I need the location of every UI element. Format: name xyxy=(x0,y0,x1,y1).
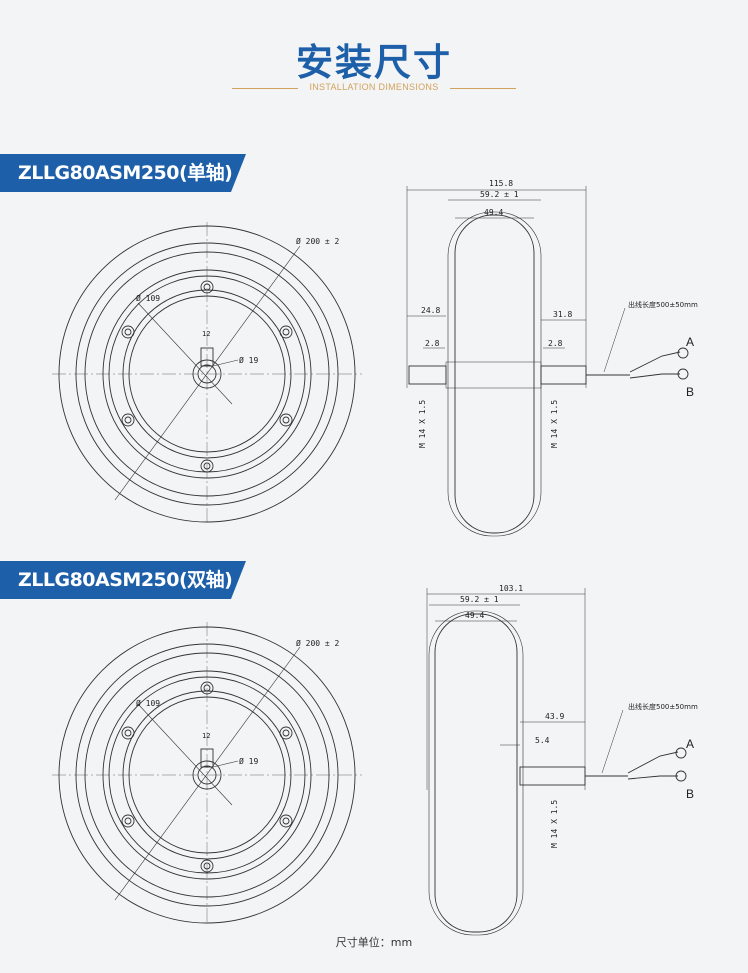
front-1-pcd: Ø 109 xyxy=(136,293,160,303)
page-subtitle: INSTALLATION DIMENSIONS xyxy=(309,82,439,92)
model-label-1: ZLLG80ASM250(单轴) xyxy=(18,162,233,184)
side-2-rim: 49.4 xyxy=(465,611,484,620)
side-1-right-step: 2.8 xyxy=(548,339,563,348)
model-band-2-bg xyxy=(0,561,246,599)
side-2-cable: 出线长度500±50mm xyxy=(628,702,698,711)
front-2-pcd: Ø 109 xyxy=(136,698,160,708)
side-2-thread-right: M 14 X 1.5 xyxy=(550,800,559,848)
side-1-phase-b: B xyxy=(686,385,694,399)
side-2-phase-b: B xyxy=(686,787,694,801)
front-1-outer-dia: Ø 200 ± 2 xyxy=(296,236,340,246)
front-1-flat: 12 xyxy=(202,330,210,338)
side-1-left-step: 2.8 xyxy=(425,339,440,348)
side-1-rim: 49.4 xyxy=(484,208,503,217)
front-1-shaft-dia: Ø 19 xyxy=(239,355,258,365)
side-1-tire: 59.2 ± 1 xyxy=(480,190,519,199)
side-2-overall: 103.1 xyxy=(499,584,523,593)
side-view-2 xyxy=(426,588,687,936)
front-2-shaft-dia: Ø 19 xyxy=(239,756,258,766)
subtitle-rule-right xyxy=(450,88,516,89)
model-band-1-bg xyxy=(0,154,246,192)
subtitle-rule-left xyxy=(232,88,298,89)
model-label-2: ZLLG80ASM250(双轴) xyxy=(18,569,233,591)
front-2-flat: 12 xyxy=(202,732,210,740)
front-2-outer-dia: Ø 200 ± 2 xyxy=(296,638,340,648)
side-2-phase-a: A xyxy=(686,737,694,751)
side-1-overall: 115.8 xyxy=(489,179,513,188)
side-1-cable: 出线长度500±50mm xyxy=(628,300,698,309)
side-view-1 xyxy=(406,186,689,537)
subtitle-decor xyxy=(232,82,516,96)
side-1-thread-right: M 14 X 1.5 xyxy=(550,400,559,448)
side-2-tire: 59.2 ± 1 xyxy=(460,595,499,604)
side-1-right-shaft: 31.8 xyxy=(553,310,572,319)
side-2-right-shaft: 43.9 xyxy=(545,712,564,721)
side-1-phase-a: A xyxy=(686,335,694,349)
side-1-left-shaft: 24.8 xyxy=(421,306,440,315)
side-1-thread-left: M 14 X 1.5 xyxy=(418,400,427,448)
front-view-2 xyxy=(52,622,362,925)
side-2-right-step: 5.4 xyxy=(535,736,550,745)
units-note: 尺寸单位：mm xyxy=(335,936,413,949)
front-view-1 xyxy=(52,222,362,525)
page-title: 安装尺寸 xyxy=(296,41,452,84)
model-band-2: ZLLG80ASM250(双轴) xyxy=(0,561,246,599)
model-band-1: ZLLG80ASM250(单轴) xyxy=(0,154,246,192)
